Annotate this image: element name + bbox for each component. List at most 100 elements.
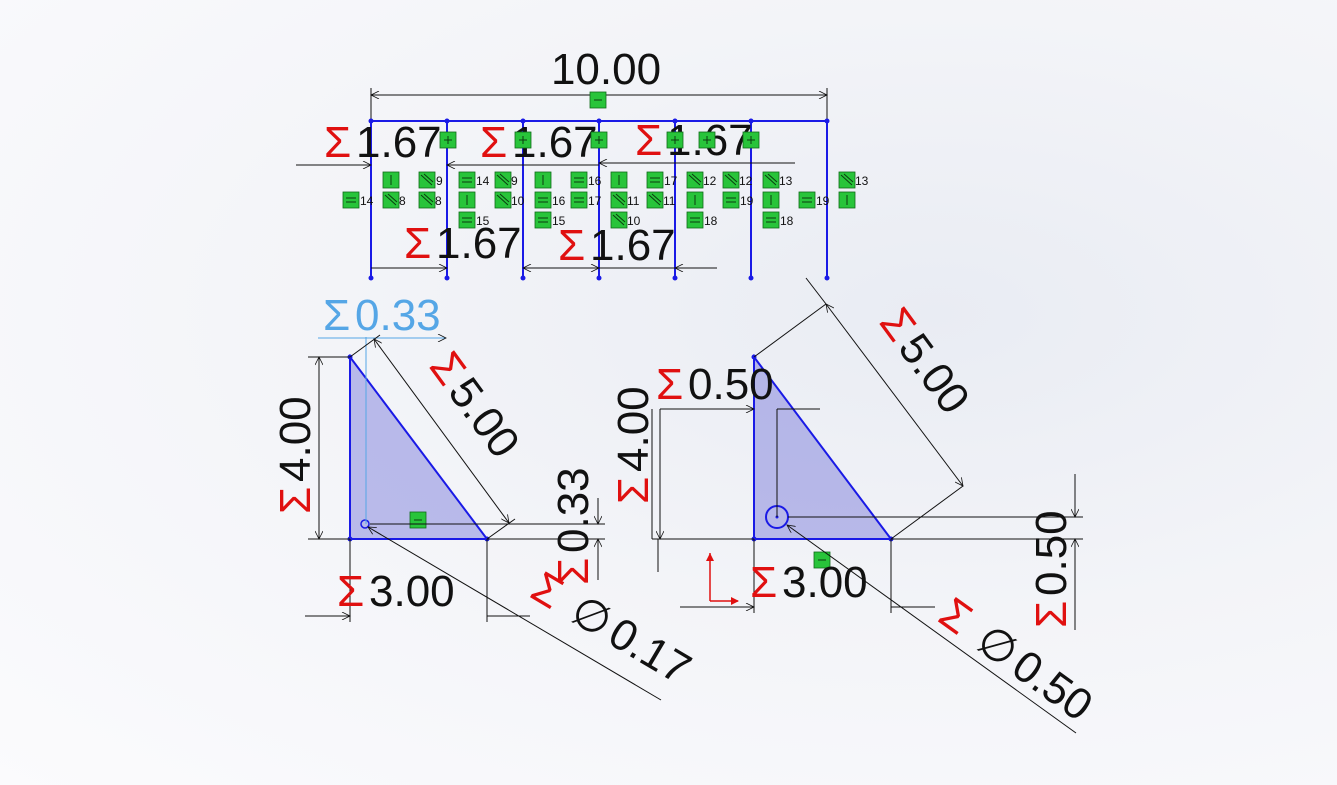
equal-relation-icon (798, 191, 816, 209)
left-base-dimension[interactable]: Σ 3.00 (305, 539, 530, 622)
right-hole-diameter-value: 0.50 (1003, 641, 1101, 731)
svg-text:8: 8 (435, 194, 442, 208)
coincident-relation-icon (590, 131, 608, 149)
svg-text:10: 10 (627, 214, 641, 228)
parallel-relation-icon (494, 171, 512, 189)
svg-text:9: 9 (511, 174, 518, 188)
top-sketch: 10.00 (296, 45, 869, 281)
svg-text:19: 19 (816, 194, 830, 208)
coincident-relation-icon (698, 131, 716, 149)
parallel-relation-icon (418, 191, 436, 209)
upper-segment-dim-1-value: 1.67 (356, 118, 442, 167)
svg-text:16: 16 (552, 194, 566, 208)
origin-icon (706, 553, 739, 605)
vertical-relation-icon (534, 171, 552, 189)
svg-text:Σ: Σ (656, 360, 683, 409)
left-hypotenuse-value: 5.00 (439, 369, 529, 467)
right-vertical-offset-value: 0.50 (1027, 510, 1076, 596)
left-hole-diameter-value: 0.17 (600, 608, 699, 694)
relation-glyphs[interactable]: 9 14 9 16 17 12 12 13 13 14 8 8 (342, 91, 869, 229)
right-top-offset-dimension[interactable]: Σ 0.50 (656, 360, 820, 517)
svg-text:16: 16 (588, 174, 602, 188)
left-vertical-offset-dimension[interactable]: Σ 0.33 (370, 467, 605, 585)
equal-relation-icon (646, 171, 664, 189)
equal-relation-icon (570, 171, 588, 189)
svg-text:14: 14 (476, 174, 490, 188)
lower-segment-dim-2[interactable]: Σ 1.67 (558, 221, 676, 270)
lower-segment-dim-1-value: 1.67 (436, 219, 522, 268)
svg-text:Σ: Σ (404, 219, 431, 268)
svg-text:9: 9 (436, 174, 443, 188)
equal-relation-icon (570, 191, 588, 209)
upper-segment-dim-lines (296, 163, 795, 165)
vertical-relation-icon (382, 171, 400, 189)
svg-text:19: 19 (740, 194, 754, 208)
lower-segment-dim-2-value: 1.67 (590, 221, 676, 270)
equal-relation-icon (458, 171, 476, 189)
equal-relation-icon (534, 191, 552, 209)
parallel-relation-icon (418, 171, 436, 189)
left-height-dimension[interactable]: Σ 4.00 (271, 357, 350, 539)
left-base-value: 3.00 (369, 567, 455, 616)
svg-text:11: 11 (627, 194, 640, 208)
left-height-value: 4.00 (271, 396, 320, 482)
svg-text:15: 15 (476, 214, 490, 228)
overall-width-value: 10.00 (551, 45, 661, 94)
svg-text:Σ: Σ (635, 116, 662, 165)
upper-segment-dim-2[interactable]: Σ 1.67 (480, 118, 598, 167)
lower-segment-dim-1[interactable]: Σ 1.67 (404, 219, 522, 268)
overall-width-dimension[interactable]: 10.00 (371, 45, 827, 122)
equal-relation-icon (762, 211, 780, 229)
parallel-relation-icon (494, 191, 512, 209)
vertical-relation-icon (838, 191, 856, 209)
svg-text:18: 18 (704, 214, 718, 228)
vertical-relation-icon (686, 191, 704, 209)
svg-text:15: 15 (552, 214, 566, 228)
right-base-value: 3.00 (782, 558, 868, 607)
right-hypotenuse-value: 5.00 (889, 325, 979, 423)
upper-segment-dim-1[interactable]: Σ 1.67 (324, 118, 442, 167)
left-vertical-offset-value: 0.33 (549, 467, 598, 553)
left-hole-circle[interactable] (360, 519, 370, 529)
coincident-relation-icon (439, 131, 457, 149)
left-selected-offset-value: 0.33 (355, 291, 441, 340)
svg-text:13: 13 (779, 174, 793, 188)
coincident-relation-icon (666, 131, 684, 149)
right-vertical-offset-dimension[interactable]: Σ 0.50 (788, 474, 1083, 630)
right-top-offset-value: 0.50 (688, 360, 774, 409)
horizontal-relation-icon[interactable] (409, 511, 427, 529)
right-height-dimension[interactable]: Σ 4.00 (609, 386, 754, 572)
svg-text:18: 18 (780, 214, 794, 228)
svg-text:12: 12 (739, 174, 753, 188)
svg-text:Σ: Σ (930, 588, 981, 644)
svg-text:Σ: Σ (609, 477, 658, 504)
equal-relation-icon (722, 191, 740, 209)
svg-text:13: 13 (855, 174, 869, 188)
parallel-relation-icon (686, 171, 704, 189)
equal-relation-icon (686, 211, 704, 229)
equal-relation-icon (534, 211, 552, 229)
parallel-relation-icon (382, 191, 400, 209)
svg-text:Σ: Σ (271, 487, 320, 514)
equal-relation-icon (342, 191, 360, 209)
svg-text:17: 17 (588, 194, 602, 208)
svg-text:Σ: Σ (750, 558, 777, 607)
svg-text:Σ: Σ (337, 567, 364, 616)
right-height-value: 4.00 (609, 386, 658, 472)
svg-text:Σ: Σ (558, 221, 585, 270)
left-selected-offset-dimension[interactable]: Σ 0.33 (318, 291, 446, 340)
coincident-relation-icon (514, 131, 532, 149)
vertical-relation-icon (458, 191, 476, 209)
upper-segment-dim-3[interactable]: Σ 1.67 (635, 116, 753, 165)
right-triangle-face[interactable] (753, 354, 894, 540)
sketch-points[interactable] (368, 118, 830, 281)
svg-text:12: 12 (703, 174, 717, 188)
right-base-dimension[interactable]: Σ 3.00 (680, 539, 935, 613)
parallel-relation-icon (610, 211, 628, 229)
horizontal-relation-icon[interactable] (813, 551, 831, 569)
parallel-relation-icon (762, 171, 780, 189)
vertical-relation-icon (762, 191, 780, 209)
svg-text:Σ: Σ (1027, 601, 1076, 628)
svg-text:14: 14 (360, 194, 374, 208)
